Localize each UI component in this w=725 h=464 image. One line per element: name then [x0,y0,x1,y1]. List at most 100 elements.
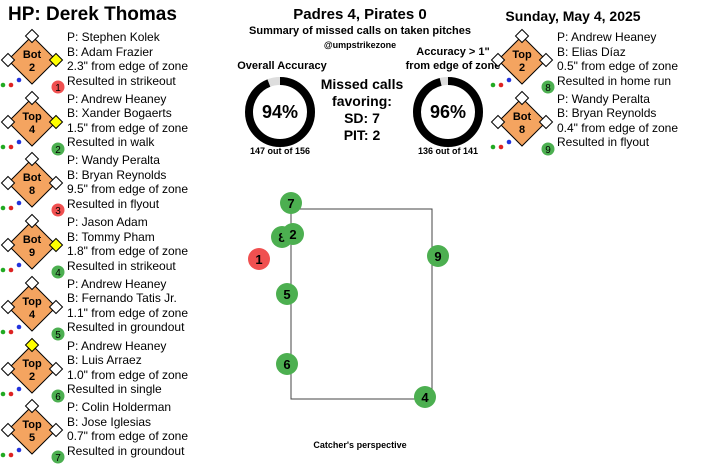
call-dist: 1.5" from edge of zone [67,120,189,135]
diamond-field [7,405,57,455]
inning-number: 8 [519,124,525,136]
call-pitcher: P: Andrew Heaney [67,276,167,291]
inning-number: 5 [29,432,35,444]
edge-accuracy-gauge: 96% [413,77,483,147]
call-number-badge [51,142,65,156]
first-base-icon [48,422,64,438]
call-number: 6 [55,392,61,403]
third-base-icon [0,422,16,438]
pitch-marker [280,192,302,214]
third-base-icon [0,299,16,315]
inning-half: Top [22,358,42,370]
pitch-marker [427,245,449,267]
second-base-icon [24,398,40,414]
pitch-marker-label: 8 [278,230,285,245]
inning-half: Top [22,111,42,123]
count-dot-icon [0,206,6,211]
diamond-field [497,35,547,85]
second-base-icon [514,90,530,105]
call-result: Resulted in single [67,382,162,396]
call-number-badge [51,203,65,217]
count-dot-icon [8,452,14,458]
count-dot-icon [16,324,22,330]
call-dist: 1.8" from edge of zone [67,244,189,259]
third-base-icon [0,237,16,253]
overall-accuracy-value: 94% [262,102,298,122]
pitch-marker [282,223,304,245]
inning-half: Top [22,296,42,308]
inning-number: 2 [29,371,35,383]
call-batter: B: Bryan Reynolds [67,167,167,182]
call-dist: 0.7" from edge of zone [67,429,189,444]
call-pitcher: P: Andrew Heaney [557,30,657,44]
count-dot-icon [0,82,6,88]
second-base-icon [24,90,40,105]
inning-number: 4 [29,309,36,321]
edge-accuracy-value: 96% [430,102,466,122]
call-number-badge [541,80,555,94]
call-result: Resulted in home run [557,73,672,88]
edge-accuracy-label-2: from edge of zone [405,60,501,72]
pitch-marker-label: 4 [421,390,429,405]
overall-accuracy-detail: 147 out of 156 [249,146,311,156]
missed-line-3: SD: 7 [344,110,380,126]
diamond-field [7,96,57,147]
call-pitcher: P: Andrew Heaney [67,338,167,353]
third-base-icon [0,52,16,68]
diamond-field [497,96,547,147]
count-dot-icon [16,386,22,391]
call-pitcher: P: Wandy Peralta [67,153,160,168]
second-base-icon [24,275,40,291]
call-result: Resulted in strikeout [67,258,176,273]
call-dist: 9.5" from edge of zone [67,182,189,197]
call-batter: B: Elias Díaz [557,44,626,59]
call-number: 1 [55,83,61,94]
edge-accuracy-label-1: Accuracy > 1" [416,46,490,58]
first-base-icon [48,114,64,129]
inning-half: Bot [23,49,42,61]
count-dot-icon [8,82,14,88]
call-number-badge [51,80,65,94]
call-number: 5 [55,330,61,341]
second-base-icon [514,28,530,44]
call-pitcher: P: Jason Adam [67,215,148,230]
pitch-marker-label: 6 [283,357,290,372]
missed-line-2: favoring: [332,93,392,109]
diamond-field [7,35,57,85]
count-dot-icon [8,391,14,396]
first-base-icon [48,52,64,68]
pitch-marker-label: 9 [434,249,441,264]
call-batter: B: Fernando Tatis Jr. [67,291,177,306]
call-batter: B: Bryan Reynolds [557,106,657,121]
third-base-icon [0,361,16,376]
pitch-marker-label: 7 [287,196,294,211]
overall-accuracy-gauge: 94% [245,77,315,147]
count-dot-icon [490,82,496,88]
summary-subtitle: Summary of missed calls on taken pitches [249,25,471,37]
pitch-marker-label: 2 [289,227,296,242]
call-number: 2 [55,145,61,156]
count-dot-icon [8,329,14,335]
call-number-badge [51,327,65,341]
call-dist: 1.1" from edge of zone [67,305,189,320]
inning-half: Top [22,419,42,431]
count-dot-icon [16,139,22,144]
umpire-title: HP: Derek Thomas [8,4,177,25]
inning-half: Bot [23,234,42,246]
call-number-badge [51,265,65,279]
inning-number: 4 [29,124,36,136]
strike-zone-box [290,208,433,400]
call-result: Resulted in strikeout [67,73,176,88]
missed-calls-summary: Missed calls favoring: SD: 7 PIT: 2 [312,76,412,144]
count-dot-icon [8,267,14,273]
